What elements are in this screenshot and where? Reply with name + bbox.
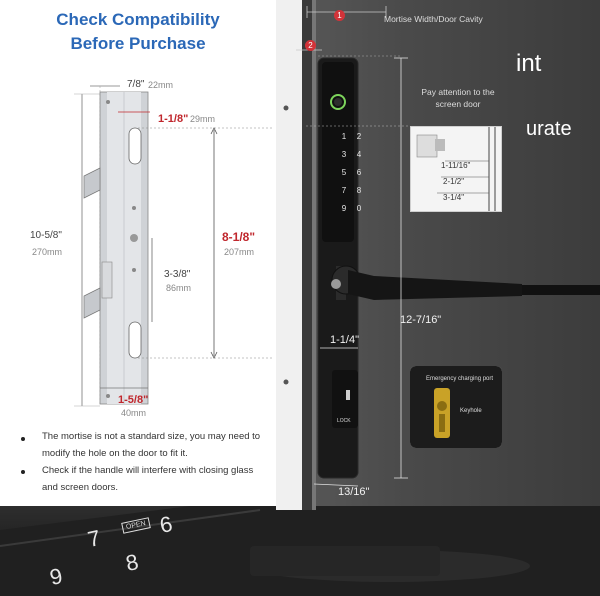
dim-mid-mm: 86mm <box>166 283 192 293</box>
keypad-key-8: 8 <box>356 186 362 195</box>
dim-width-top-mm: 22mm <box>148 80 174 90</box>
dim-total-height: 10-5/8" <box>30 230 62 241</box>
mortise-diagram <box>74 85 274 407</box>
handle-width-dim: 1-1/4" <box>330 334 359 346</box>
dim-offset-mm: 29mm <box>190 114 216 124</box>
keyhole-label: Keyhole <box>460 408 482 414</box>
dim-total-height-mm: 270mm <box>32 247 63 257</box>
callout-1: 1 <box>334 10 345 21</box>
screen-door-inset-art <box>416 127 496 211</box>
dim-hole-spacing: 8-1/8" <box>222 230 256 244</box>
lock-label: LOCK <box>337 418 351 424</box>
dim-mid: 3-3/8" <box>164 269 191 280</box>
dim-bottom-width-mm: 40mm <box>121 408 147 418</box>
panel-title: Check Compatibility Before Purchase <box>0 8 276 56</box>
keypad-key-2: 2 <box>356 132 362 141</box>
screen-door-inset: 1-11/16" 2-1/2" 3-1/4" <box>410 126 502 212</box>
keypad-key-7: 7 <box>341 186 347 195</box>
screen-door-note: Pay attention to the screen door <box>421 87 495 109</box>
keypad-key-3: 3 <box>341 150 347 159</box>
keypad-closeup-art <box>0 506 600 596</box>
keypad-key-5: 5 <box>341 168 347 177</box>
callout-2: 2 <box>305 40 316 51</box>
keypad-key-0: 0 <box>356 204 362 213</box>
charging-port-inset-art <box>434 388 450 438</box>
keypad-key-4: 4 <box>356 150 362 159</box>
title-line-1: Check Compatibility <box>56 10 220 29</box>
note-handle: Check if the handle will interfere with … <box>42 465 254 493</box>
keypad-key-6: 6 <box>356 168 362 177</box>
bottom-depth-dim: 13/16" <box>338 486 370 498</box>
dim-width-top: 7/8" <box>127 79 145 90</box>
keypad-key-9: 9 <box>341 204 347 213</box>
compatibility-panel: Check Compatibility Before Purchase 7/8"… <box>0 0 276 506</box>
keypad-closeup-photo: 7 6 9 8 OPEN <box>0 506 600 596</box>
dim-bottom-width: 1-5/8" <box>118 394 149 406</box>
overlay-text-urate: urate <box>526 118 572 140</box>
lock-product-art <box>276 0 600 510</box>
keypad-key-1: 1 <box>341 132 347 141</box>
title-line-2: Before Purchase <box>70 34 206 53</box>
screen-dim-1: 1-11/16" <box>441 161 471 170</box>
note-bullet-2 <box>21 470 25 474</box>
keypad-grid: 1 2 3 4 5 6 7 8 9 0 <box>339 132 365 244</box>
note-bullet-1 <box>21 437 25 441</box>
mortise-width-label: Mortise Width/Door Cavity <box>384 14 483 24</box>
dim-hole-spacing-mm: 207mm <box>224 247 255 257</box>
charging-port-inset: Emergency charging port Keyhole <box>410 366 502 448</box>
screen-dim-2: 2-1/2" <box>443 177 465 186</box>
lock-height-dim: 12-7/16" <box>400 314 442 326</box>
dim-offset: 1-1/8" <box>158 113 189 125</box>
note-mortise: The mortise is not a standard size, you … <box>42 431 261 459</box>
screen-dim-3: 3-1/4" <box>443 193 465 202</box>
charging-port-inset-bg <box>410 366 502 448</box>
overlay-text-int: int <box>516 50 542 77</box>
charging-port-label: Emergency charging port <box>426 376 494 382</box>
